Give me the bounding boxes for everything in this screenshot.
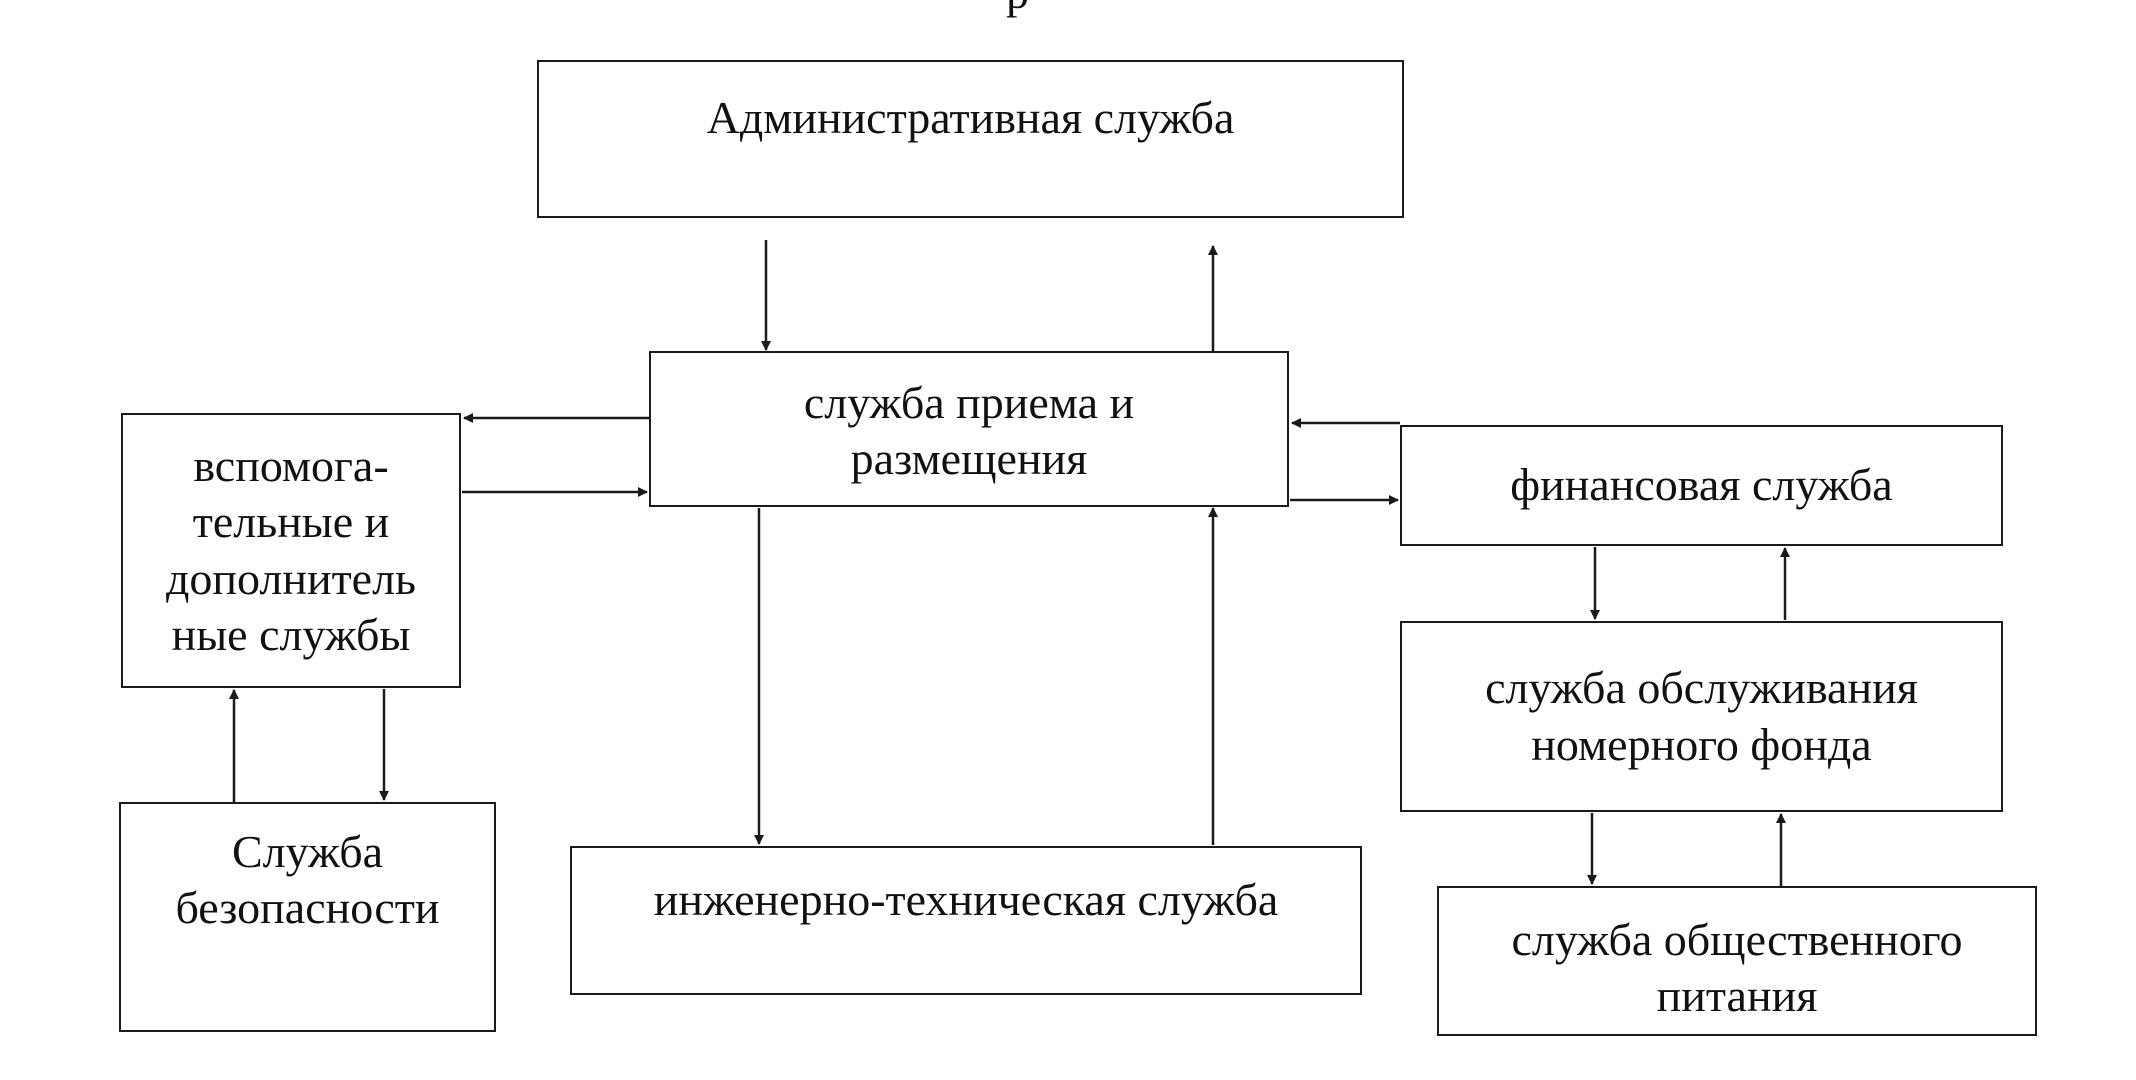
finance-label-line: финансовая служба [1510, 459, 1893, 511]
security-label-line: безопасности [175, 882, 440, 934]
auxiliary-label-line: тельные и [192, 496, 390, 548]
engineering-label-line: инженерно-техническая служба [653, 874, 1279, 925]
engineering-service-box: инженерно-техническая служба [570, 846, 1362, 995]
security-label-line: Служба [231, 826, 384, 877]
auxiliary-label-line: дополнитель [165, 552, 417, 604]
finance-service-box: финансовая служба [1400, 425, 2003, 546]
reception-label-line: размещения [850, 433, 1088, 485]
cropped-top-text: р [1006, 0, 1029, 19]
auxiliary-label-line: ные службы [171, 608, 411, 660]
auxiliary-label-line: вспомога- [193, 440, 389, 492]
catering-label-line: питания [1656, 970, 1818, 1022]
admin-label-line: Административная служба [706, 92, 1235, 143]
housekeeping-label-line: номерного фонда [1531, 718, 1872, 770]
administrative-service-box: Административная служба [537, 60, 1404, 218]
catering-label-line: служба общественного [1511, 914, 1963, 965]
reception-label-line: служба приема и [803, 377, 1135, 428]
housekeeping-label-line: служба обслуживания [1485, 662, 1918, 714]
